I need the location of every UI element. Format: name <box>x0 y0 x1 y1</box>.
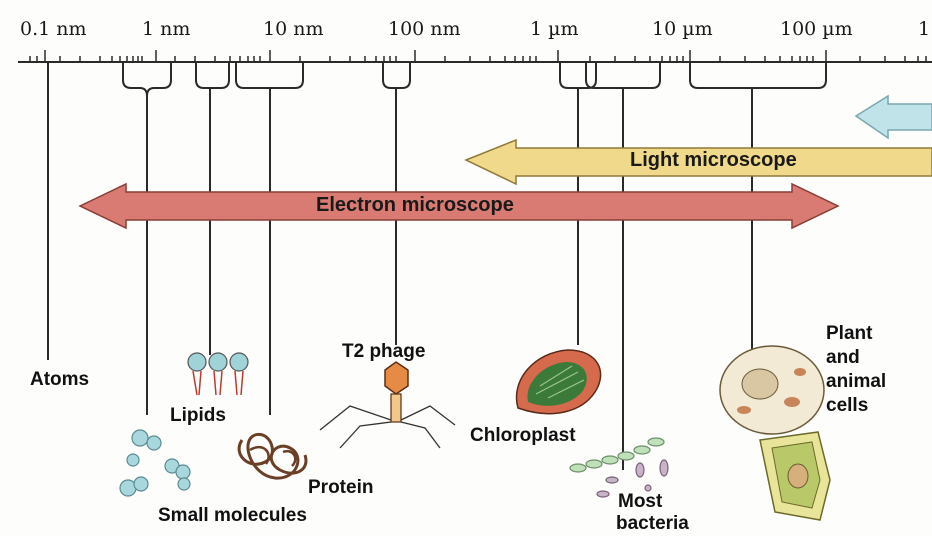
protein-label: Protein <box>308 476 373 500</box>
scale-label-1nm: 1 nm <box>142 18 190 40</box>
scale-label-1: 1 <box>918 18 930 40</box>
plant-animal-cells-label-line1: Plant <box>826 322 872 346</box>
blue-arrow <box>856 96 932 138</box>
bacteria-bracket <box>586 62 660 470</box>
small-molecules-label: Small molecules <box>158 504 307 528</box>
animal-cell-illustration <box>720 346 824 434</box>
lipids-label: Lipids <box>170 404 226 428</box>
t2-phage-label: T2 phage <box>342 340 425 364</box>
scale-label-100um: 100 µm <box>780 18 853 40</box>
small-molecules-illustration <box>120 430 190 496</box>
chloroplast-illustration <box>516 350 600 414</box>
scale-label-10nm: 10 nm <box>263 18 323 40</box>
light-microscope-label: Light microscope <box>630 149 797 172</box>
lipids-illustration <box>188 353 248 395</box>
plant-animal-cells-label-line2: and <box>826 346 860 370</box>
scale-ticks <box>30 50 926 62</box>
protein-illustration <box>239 434 306 478</box>
bacteria-illustration <box>570 438 668 497</box>
t2-phage-illustration <box>320 362 455 448</box>
most-bacteria-label-line1: Most <box>618 490 662 514</box>
electron-microscope-label: Electron microscope <box>316 194 514 217</box>
most-bacteria-label-line2: bacteria <box>616 512 689 536</box>
scale-label-1um: 1 µm <box>530 18 579 40</box>
scale-label-10um: 10 µm <box>652 18 713 40</box>
plant-animal-cells-label-line3: animal <box>826 370 886 394</box>
atoms-label: Atoms <box>30 368 89 392</box>
scale-label-0.1nm: 0.1 nm <box>20 18 87 40</box>
plant-cell-illustration <box>760 432 830 520</box>
plant-animal-cells-label-line4: cells <box>826 394 868 418</box>
scale-label-100nm: 100 nm <box>388 18 461 40</box>
range-brackets <box>48 62 826 470</box>
small-molecules-bracket <box>123 62 171 415</box>
chloroplast-label: Chloroplast <box>470 424 576 448</box>
